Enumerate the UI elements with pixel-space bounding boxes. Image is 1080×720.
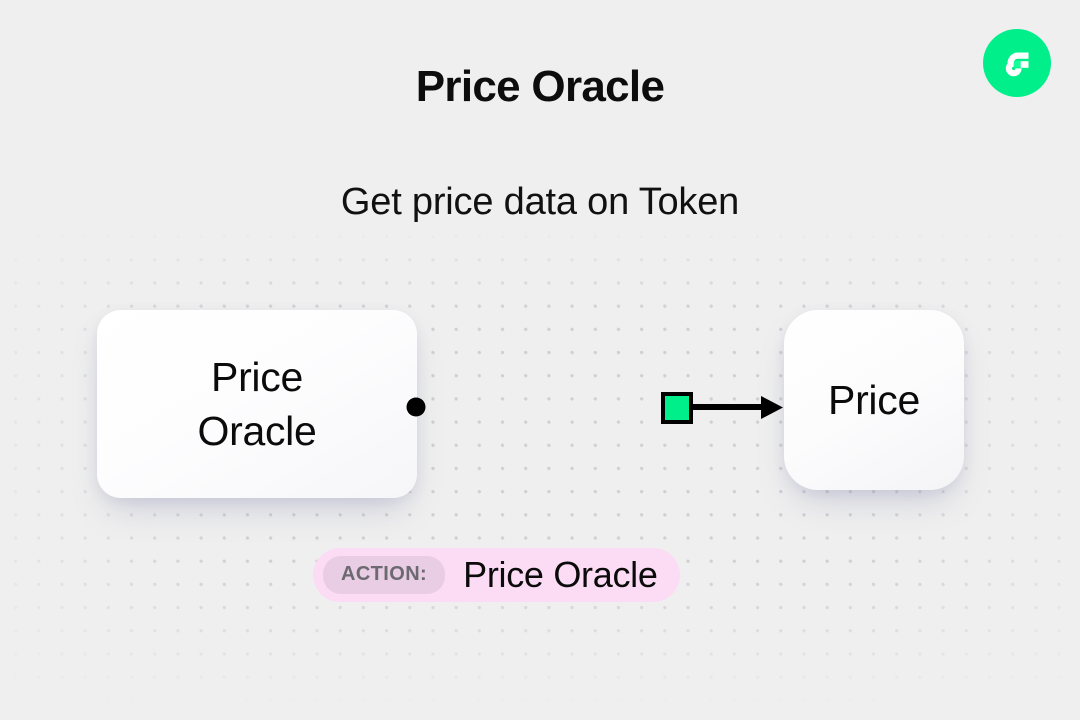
node-price-oracle-label: Price Oracle [198, 350, 317, 458]
action-badge[interactable]: ACTION: Price Oracle [313, 548, 680, 602]
action-badge-value: Price Oracle [463, 554, 658, 595]
page-title: Price Oracle [415, 62, 665, 111]
node-label-line-1: Price [211, 353, 303, 400]
page-subtitle: Get price data on Token [340, 181, 740, 223]
green-square-marker-icon [661, 392, 693, 424]
connector-edge [395, 370, 795, 445]
action-badge-key: ACTION: [323, 556, 446, 594]
flow-logo-icon [983, 29, 1051, 97]
node-price-oracle[interactable]: Price Oracle [97, 310, 417, 498]
node-price-label: Price [828, 376, 920, 423]
node-price[interactable]: Price [784, 310, 964, 490]
arrowhead-icon [761, 396, 783, 419]
node-label-line-2: Oracle [197, 408, 317, 454]
